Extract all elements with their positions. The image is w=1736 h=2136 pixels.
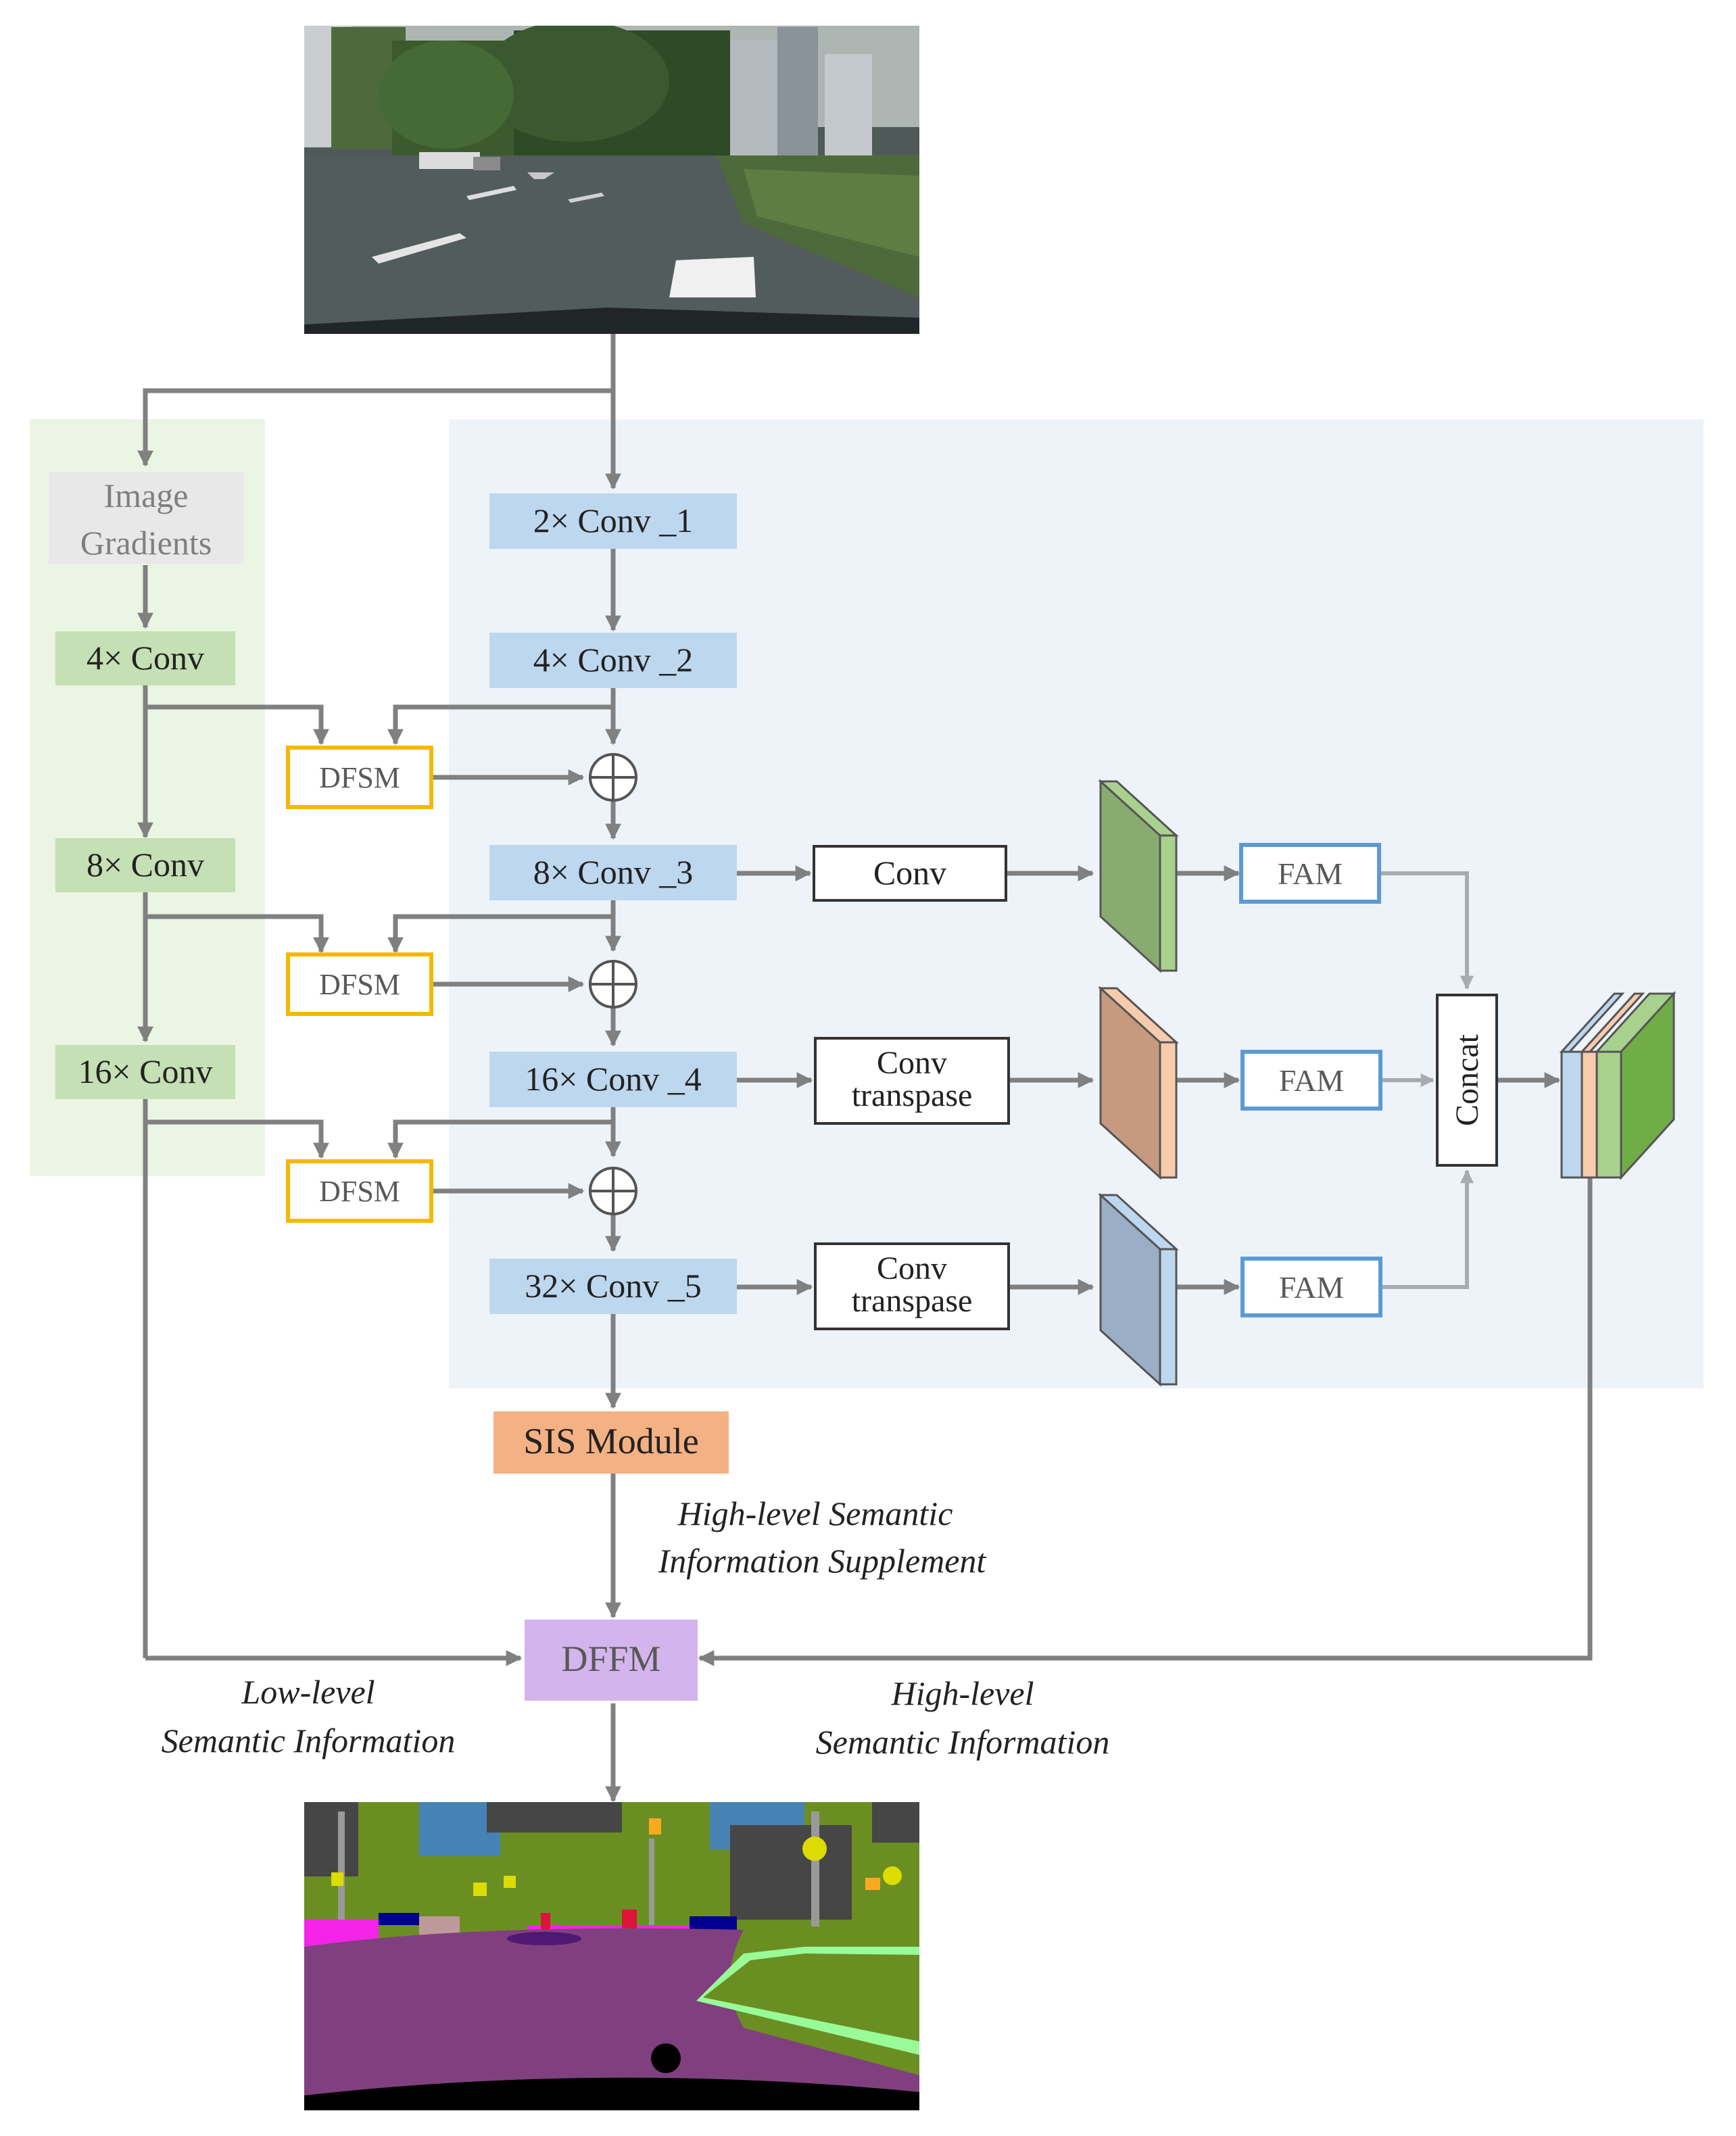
dfsm-label-3: DFSM: [319, 1175, 400, 1208]
fam-box-1: [1239, 843, 1381, 904]
dfsm-label-1: DFSM: [319, 761, 400, 794]
dfsm-box-1: [286, 746, 433, 809]
fam-label-3: FAM: [1279, 1270, 1344, 1305]
low-level-semantic-line2: Semantic Information: [162, 1722, 456, 1759]
dffm-label: DFFM: [561, 1639, 660, 1679]
gradient-conv8-box: [55, 838, 235, 892]
conv-transpose-label-1a: Conv: [877, 1045, 947, 1081]
concat-label: Concat: [1449, 1034, 1485, 1126]
conv5-label: 32× Conv _5: [525, 1267, 702, 1305]
input-street-image: [304, 26, 919, 334]
feature-map-blue: [1098, 1192, 1179, 1387]
conv4-label: 16× Conv _4: [525, 1060, 702, 1098]
dfsm-label-2: DFSM: [319, 968, 400, 1001]
high-level-semantic-line1: High-level: [890, 1674, 1034, 1712]
add-icon: [589, 753, 637, 802]
sis-module-label: SIS Module: [523, 1421, 699, 1461]
conv-transpose-box-1: [814, 1037, 1010, 1125]
high-level-semantic-line2: Semantic Information: [816, 1723, 1110, 1761]
gradient-conv4-box: [55, 631, 235, 685]
add-icon: [589, 1167, 637, 1215]
fam-label-2: FAM: [1279, 1063, 1344, 1098]
gradient-conv16-box: [55, 1045, 235, 1099]
conv-transpose-box-2: [814, 1242, 1010, 1330]
fam-outputs: [1379, 871, 1474, 1289]
concat-box: [1436, 994, 1498, 1167]
dfsm-box-3: [286, 1159, 433, 1223]
high-level-semantic-supplement-line1: High-level Semantic: [677, 1495, 953, 1532]
image-gradients-box: [49, 472, 243, 564]
gradient-conv8-label: 8× Conv: [87, 846, 204, 883]
concatenated-feature-stack: [1559, 991, 1677, 1180]
add-icon: [589, 960, 637, 1009]
conv-label: Conv: [873, 854, 946, 892]
fam-label-1: FAM: [1278, 856, 1343, 891]
gradient-conv16-label: 16× Conv: [78, 1052, 212, 1090]
conv-transpose-label-2a: Conv: [877, 1251, 947, 1286]
conv4-box: [489, 1052, 737, 1107]
fam-box-2: [1240, 1050, 1382, 1111]
feature-map-orange: [1098, 986, 1179, 1180]
gradient-conv4-label: 4× Conv: [87, 639, 204, 677]
output-segmentation-map: [304, 1802, 919, 2110]
encoder-panel: [449, 419, 1704, 1388]
low-level-semantic-line1: Low-level: [241, 1673, 375, 1711]
conv5-box: [489, 1259, 737, 1314]
dfsm-box-2: [286, 952, 433, 1016]
high-level-semantic-supplement-line2: Information Supplement: [658, 1542, 987, 1580]
dffm-box: [525, 1620, 698, 1701]
feature-map-green: [1098, 779, 1179, 973]
image-gradients-label-line2: Gradients: [80, 524, 212, 562]
conv1-box: [489, 493, 737, 549]
conv1-label: 2× Conv _1: [533, 502, 694, 539]
conv-box: [813, 845, 1007, 902]
conv3-label: 8× Conv _3: [533, 853, 694, 891]
conv-transpose-label-2b: transpase: [852, 1283, 973, 1319]
conv2-label: 4× Conv _2: [533, 641, 694, 679]
connections: [137, 334, 1593, 1803]
conv2-box: [489, 633, 737, 688]
fam-box-3: [1240, 1257, 1382, 1317]
image-gradients-label-line1: Image: [104, 477, 189, 514]
conv-transpose-label-1b: transpase: [852, 1077, 973, 1113]
conv3-box: [489, 845, 737, 900]
sis-module-box: [493, 1411, 729, 1474]
